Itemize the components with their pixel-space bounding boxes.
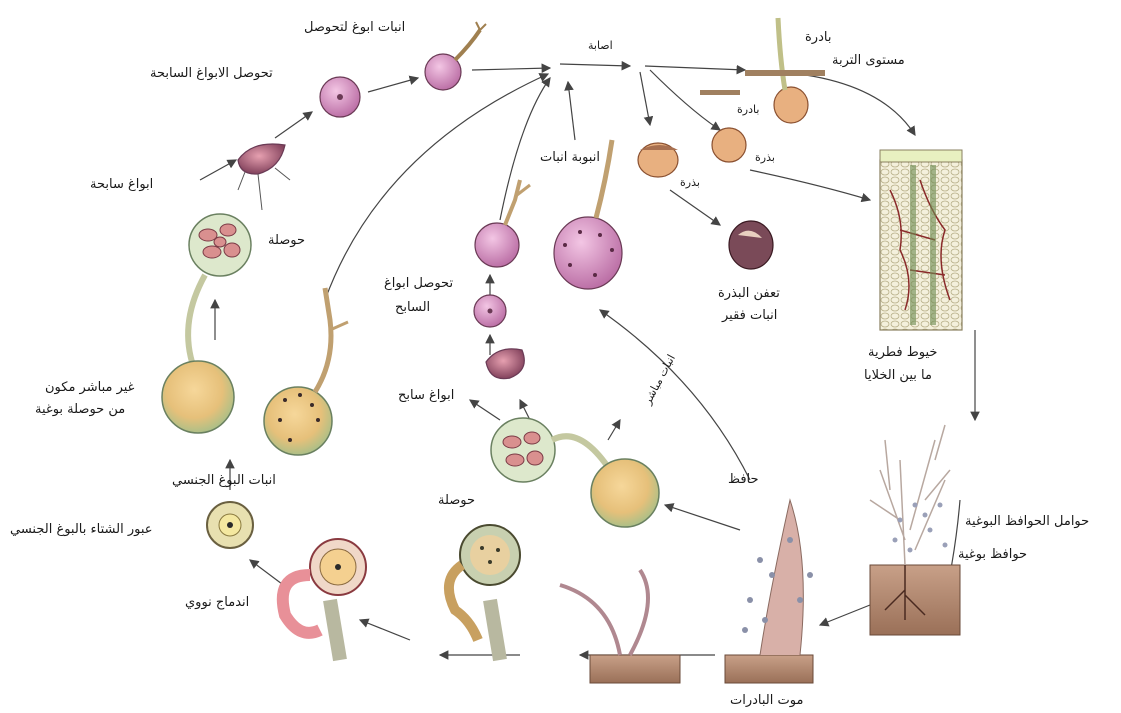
label-indirect-1: غير مباشر مكون: [45, 380, 134, 396]
label-seed: بذرة: [755, 150, 775, 166]
label-indirect-2: من حوصلة بوغية: [35, 402, 125, 418]
label-swimming-spores: ابواغ سابحة: [90, 177, 153, 193]
label-germ-tube: انبوبة انبات: [540, 150, 600, 166]
label-vesicle-1: حوصلة: [268, 233, 305, 249]
label-swimming-spore-cyst: تحوصل الابواغ السابحة: [150, 66, 273, 82]
label-oospore-germination: انبات البوغ الجنسي: [172, 473, 276, 489]
label-intercellular-hyphae-2: ما بين الخلايا: [864, 368, 932, 384]
label-seed-2: بذرة: [680, 175, 700, 191]
label-seed-rot-2: انبات فقير: [722, 308, 777, 324]
label-swimming-spores-2: ابواغ سابح: [398, 388, 454, 404]
label-seed-rot-1: تعفن البذرة: [718, 286, 780, 302]
label-seedling: بادرة: [805, 30, 831, 46]
label-cyst-swimming-spore-1: تحوصل ابواغ: [384, 276, 453, 292]
label-sporangiophores: حوامل الحوافظ البوغية: [965, 514, 1089, 530]
label-soil-level: مستوى التربة: [832, 53, 905, 69]
label-seedling-2: بادرة: [737, 102, 759, 118]
label-sporangium: حافظ: [728, 472, 759, 488]
label-cyst-swimming-spore-2: السابح: [395, 300, 430, 316]
label-seedling-death: موت البادرات: [730, 693, 803, 709]
label-sporangia: حوافظ بوغية: [958, 547, 1027, 563]
label-overwintering: عبور الشتاء بالبوغ الجنسي: [10, 522, 153, 538]
label-nuclear-fusion: اندماج نووي: [185, 595, 249, 611]
label-intercellular-hyphae-1: خيوط فطرية: [868, 345, 937, 361]
label-infection: اصابة: [588, 38, 613, 54]
label-germination-to-cyst: انبات ابوغ لتحوصل: [304, 20, 405, 36]
label-vesicle-2: حوصلة: [438, 493, 475, 509]
